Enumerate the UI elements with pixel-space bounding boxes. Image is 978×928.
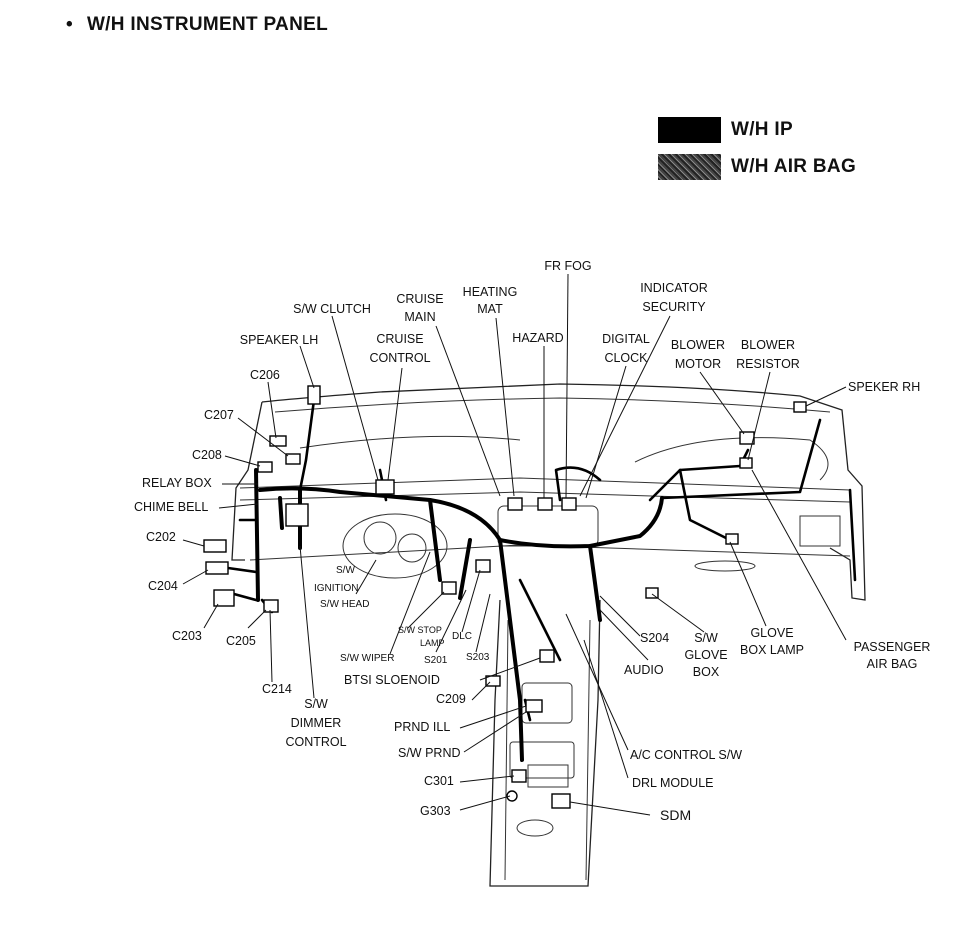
label-relay-box: RELAY BOX bbox=[142, 476, 212, 490]
label-mat: MAT bbox=[477, 302, 503, 316]
legend-swatch-ip bbox=[658, 117, 721, 143]
legend-item-wh-ip: W/H IP bbox=[658, 117, 793, 143]
connector-sdm bbox=[551, 793, 571, 809]
label-digital: DIGITAL bbox=[602, 332, 650, 346]
connector-glove-lamp bbox=[725, 533, 739, 545]
title-bullet: • bbox=[66, 14, 73, 35]
connector-c205 bbox=[263, 599, 279, 613]
label-blower-motor-2: MOTOR bbox=[675, 357, 721, 371]
connector-btsi bbox=[539, 649, 555, 663]
label-sw: S/W bbox=[336, 565, 355, 576]
wiring-harness bbox=[226, 398, 857, 762]
connector-cruise bbox=[375, 479, 395, 495]
label-blower-resistor-2: RESISTOR bbox=[736, 357, 800, 371]
label-ignition: IGNITION bbox=[314, 583, 358, 594]
connector-heating-mat bbox=[507, 497, 523, 511]
label-ac-control: A/C CONTROL S/W bbox=[630, 748, 742, 762]
label-speaker-lh: SPEAKER LH bbox=[240, 333, 319, 347]
connector-relay-box bbox=[285, 503, 309, 527]
label-hazard: HAZARD bbox=[512, 331, 563, 345]
connector-fr-fog bbox=[561, 497, 577, 511]
label-sw-glove-2: GLOVE bbox=[684, 648, 727, 662]
connector-c208 bbox=[257, 461, 273, 473]
label-btsi: BTSI SLOENOID bbox=[344, 673, 440, 687]
label-c301: C301 bbox=[424, 774, 454, 788]
label-s201: S201 bbox=[424, 655, 448, 666]
label-sw-head: S/W HEAD bbox=[320, 599, 369, 610]
connector-prnd-ill bbox=[525, 699, 543, 713]
connector-c207 bbox=[285, 453, 301, 465]
label-c214: C214 bbox=[262, 682, 292, 696]
connector-blower-resistor bbox=[739, 457, 753, 469]
label-c202: C202 bbox=[146, 530, 176, 544]
connectors bbox=[203, 385, 807, 809]
label-sw-stop-2: LAMP bbox=[420, 638, 445, 648]
connector-c209 bbox=[485, 675, 501, 687]
label-drl: DRL MODULE bbox=[632, 776, 714, 790]
label-cruise-control-1: CRUISE bbox=[376, 332, 423, 346]
connector-speaker-rh bbox=[793, 401, 807, 413]
label-chime-bell: CHIME BELL bbox=[134, 500, 208, 514]
label-audio: AUDIO bbox=[624, 663, 664, 677]
label-sdm: SDM bbox=[660, 807, 691, 823]
label-blower-resistor-1: BLOWER bbox=[741, 338, 795, 352]
label-cruise-control-2: CONTROL bbox=[369, 351, 430, 365]
page-title: • W/H INSTRUMENT PANEL bbox=[66, 14, 328, 36]
label-sw-clutch: S/W CLUTCH bbox=[293, 302, 371, 316]
leader-lines bbox=[182, 273, 847, 816]
label-g303: G303 bbox=[420, 804, 451, 818]
label-c205: C205 bbox=[226, 634, 256, 648]
connector-blower-motor bbox=[739, 431, 755, 445]
label-s203: S203 bbox=[466, 652, 490, 663]
label-glove-lamp-1: GLOVE bbox=[750, 626, 793, 640]
label-c206: C206 bbox=[250, 368, 280, 382]
label-speker-rh: SPEKER RH bbox=[848, 380, 920, 394]
connector-speaker-lh bbox=[307, 385, 321, 405]
label-c204: C204 bbox=[148, 579, 178, 593]
label-sw-wiper: S/W WIPER bbox=[340, 653, 394, 664]
label-passenger-airbag-1: PASSENGER bbox=[854, 640, 931, 654]
legend-swatch-airbag bbox=[658, 154, 721, 180]
label-sw-dimmer-3: CONTROL bbox=[285, 735, 346, 749]
legend-label-ip: W/H IP bbox=[731, 119, 793, 140]
label-prnd-ill: PRND ILL bbox=[394, 720, 450, 734]
label-indicator: INDICATOR bbox=[640, 281, 708, 295]
diagram-labels: FR FOG INDICATOR SECURITY HEATING MAT CR… bbox=[134, 259, 930, 823]
connector-c301 bbox=[511, 769, 527, 783]
connector-stop-lamp bbox=[441, 581, 457, 595]
label-sw-dimmer-1: S/W bbox=[304, 697, 328, 711]
ground-g303 bbox=[506, 790, 518, 802]
label-sw-dimmer-2: DIMMER bbox=[291, 716, 342, 730]
label-s204: S204 bbox=[640, 631, 669, 645]
label-dlc: DLC bbox=[452, 631, 472, 642]
label-sw-prnd: S/W PRND bbox=[398, 746, 461, 760]
title-text: W/H INSTRUMENT PANEL bbox=[86, 14, 328, 35]
connector-hazard bbox=[537, 497, 553, 511]
label-sw-stop-1: S/W STOP bbox=[398, 625, 442, 635]
label-security: SECURITY bbox=[642, 300, 706, 314]
label-cruise-main-2: MAIN bbox=[404, 310, 435, 324]
label-sw-glove-3: BOX bbox=[693, 665, 720, 679]
connector-sw-glove-box bbox=[645, 587, 659, 599]
label-blower-motor-1: BLOWER bbox=[671, 338, 725, 352]
connector-c202 bbox=[203, 539, 227, 553]
label-fr-fog: FR FOG bbox=[544, 259, 591, 273]
label-c208: C208 bbox=[192, 448, 222, 462]
connector-dlc bbox=[475, 559, 491, 573]
legend-item-wh-airbag: W/H AIR BAG bbox=[658, 154, 856, 180]
label-heating: HEATING bbox=[463, 285, 518, 299]
label-cruise-main-1: CRUISE bbox=[396, 292, 443, 306]
connector-c203 bbox=[213, 589, 235, 607]
label-c203: C203 bbox=[172, 629, 202, 643]
label-passenger-airbag-2: AIR BAG bbox=[867, 657, 918, 671]
connector-c204 bbox=[205, 561, 229, 575]
label-glove-lamp-2: BOX LAMP bbox=[740, 643, 804, 657]
legend-label-airbag: W/H AIR BAG bbox=[731, 156, 857, 177]
label-c207: C207 bbox=[204, 408, 234, 422]
label-c209: C209 bbox=[436, 692, 466, 706]
connector-c206 bbox=[269, 435, 287, 447]
label-clock: CLOCK bbox=[604, 351, 648, 365]
label-sw-glove-1: S/W bbox=[694, 631, 718, 645]
